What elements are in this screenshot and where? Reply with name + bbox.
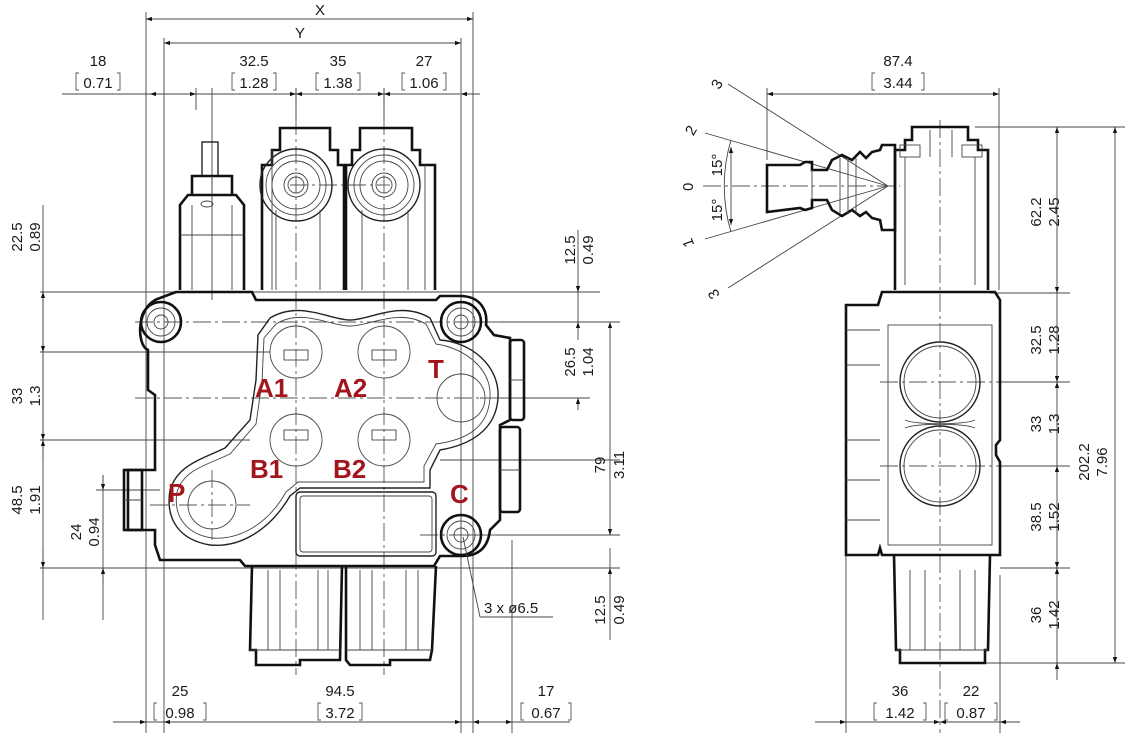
port-holes [187,325,486,530]
angle-label-down: 15° [709,199,726,222]
dim-side-right-4-in: 1.52 [1046,502,1063,531]
dim-side-bottom-1-mm: 36 [892,683,909,700]
dim-side-right-4-mm: 38.5 [1028,502,1045,531]
dim-side-right-1-mm: 62.2 [1028,197,1045,226]
dim-right-2-in: 1.04 [580,347,597,376]
dim-left-4-mm: 24 [68,524,85,541]
dim-bottom-1-mm: 25 [172,683,189,700]
dim-side-bottom-1-in: 1.42 [885,705,914,722]
dim-side-bottom-2-in: 0.87 [956,705,985,722]
lever-handle [765,143,897,232]
front-center-lines [135,88,510,675]
dim-left-2-in: 1.3 [27,386,44,407]
dim-top-2-in: 1.28 [239,75,268,92]
dim-side-right-2-in: 1.28 [1046,325,1063,354]
dim-left-1-mm: 22.5 [9,222,26,251]
lever-position-3-bottom: 3 [705,286,724,302]
dim-x-label: X [315,2,325,19]
side-top-dimension: 87.4 3.44 [767,53,999,97]
lever-angle-lines: 3 2 0 1 3 15° 15° [679,76,900,302]
dim-bottom-2-in: 3.72 [325,705,354,722]
dim-right-1-in: 0.49 [580,235,597,264]
dim-side-right-5-in: 1.42 [1046,600,1063,629]
side-view: 3 2 0 1 3 15° 15° [679,53,1125,733]
front-right-dimensions: 12.5 0.49 26.5 1.04 79 3.11 12.5 0.49 [562,230,628,640]
dim-y-label: Y [295,25,305,42]
dim-side-top-mm: 87.4 [883,53,912,70]
bottom-spool-ends [248,565,438,667]
port-label-a2: A2 [334,373,367,403]
dim-left-3-mm: 48.5 [9,485,26,514]
dim-side-right-3-in: 1.3 [1046,414,1063,435]
spool-cap-1 [259,126,346,290]
dim-bottom-1-in: 0.98 [165,705,194,722]
port-label-b2: B2 [333,454,366,484]
side-right-dimensions: 62.2 2.45 32.5 1.28 33 1.3 38.5 1.52 [1028,127,1118,680]
front-bottom-dimensions: 25 0.98 94.5 3.72 17 0.67 [113,683,572,725]
lever-position-0: 0 [680,183,697,191]
port-labels: A1 A2 T B1 B2 P C [168,354,469,509]
dim-bottom-3-mm: 17 [538,683,555,700]
dim-right-4-in: 0.49 [611,595,628,624]
side-extension-lines [766,88,1125,733]
dim-left-2-mm: 33 [9,388,26,405]
dim-side-total-in: 7.96 [1094,447,1111,476]
side-bottom-dimensions: 36 1.42 22 0.87 [815,683,1020,725]
spool-cap-2 [344,126,437,290]
dim-right-1-mm: 12.5 [562,235,579,264]
dim-top-4-in: 1.06 [409,75,438,92]
dim-top-4-mm: 27 [416,53,433,70]
dim-right-3-mm: 79 [592,457,609,474]
dim-side-bottom-2-mm: 22 [963,683,980,700]
front-left-dimensions: 22.5 0.89 33 1.3 48.5 1.91 24 0.94 [9,205,106,620]
dim-side-right-3-mm: 33 [1028,416,1045,433]
angle-label-up: 15° [709,154,726,177]
hole-callout: 3 x ø6.5 [462,536,553,618]
front-view: A1 A2 T B1 B2 P C X Y 18 0.71 [9,2,628,733]
dim-left-3-in: 1.91 [27,485,44,514]
lever-position-2: 2 [682,123,701,139]
dim-side-right-1-in: 2.45 [1046,197,1063,226]
dim-left-1-in: 0.89 [27,222,44,251]
lever-position-1: 1 [679,236,698,250]
lever-position-3-top: 3 [708,76,727,92]
side-body [844,125,1002,557]
dim-top-3-mm: 35 [330,53,347,70]
dim-right-4-mm: 12.5 [592,595,609,624]
dim-side-top-in: 3.44 [883,75,912,92]
port-label-b1: B1 [250,454,283,484]
dim-side-right-2-mm: 32.5 [1028,325,1045,354]
dim-bottom-2-mm: 94.5 [325,683,354,700]
dim-top-3-in: 1.38 [323,75,352,92]
dim-top-2-mm: 32.5 [239,53,268,70]
dim-right-3-in: 3.11 [611,451,628,479]
mounting-holes [139,300,483,557]
dim-top-1-mm: 18 [90,53,107,70]
hole-callout-text: 3 x ø6.5 [484,600,538,617]
dim-top-1-in: 0.71 [83,75,112,92]
dim-left-4-in: 0.94 [86,517,103,546]
front-extension-lines [40,12,620,733]
relief-valve [178,141,246,290]
port-label-p: P [168,478,185,508]
port-label-c: C [450,479,469,509]
dim-right-2-mm: 26.5 [562,347,579,376]
dim-side-right-5-mm: 36 [1028,607,1045,624]
dim-side-total-mm: 202.2 [1076,443,1093,481]
port-label-t: T [428,354,444,384]
dim-bottom-3-in: 0.67 [531,705,560,722]
front-top-dimensions: X Y 18 0.71 32.5 1.28 35 1.38 27 1.06 [62,2,480,120]
side-bottom-spool-end [892,554,992,665]
port-label-a1: A1 [255,373,288,403]
valve-body [122,290,526,568]
